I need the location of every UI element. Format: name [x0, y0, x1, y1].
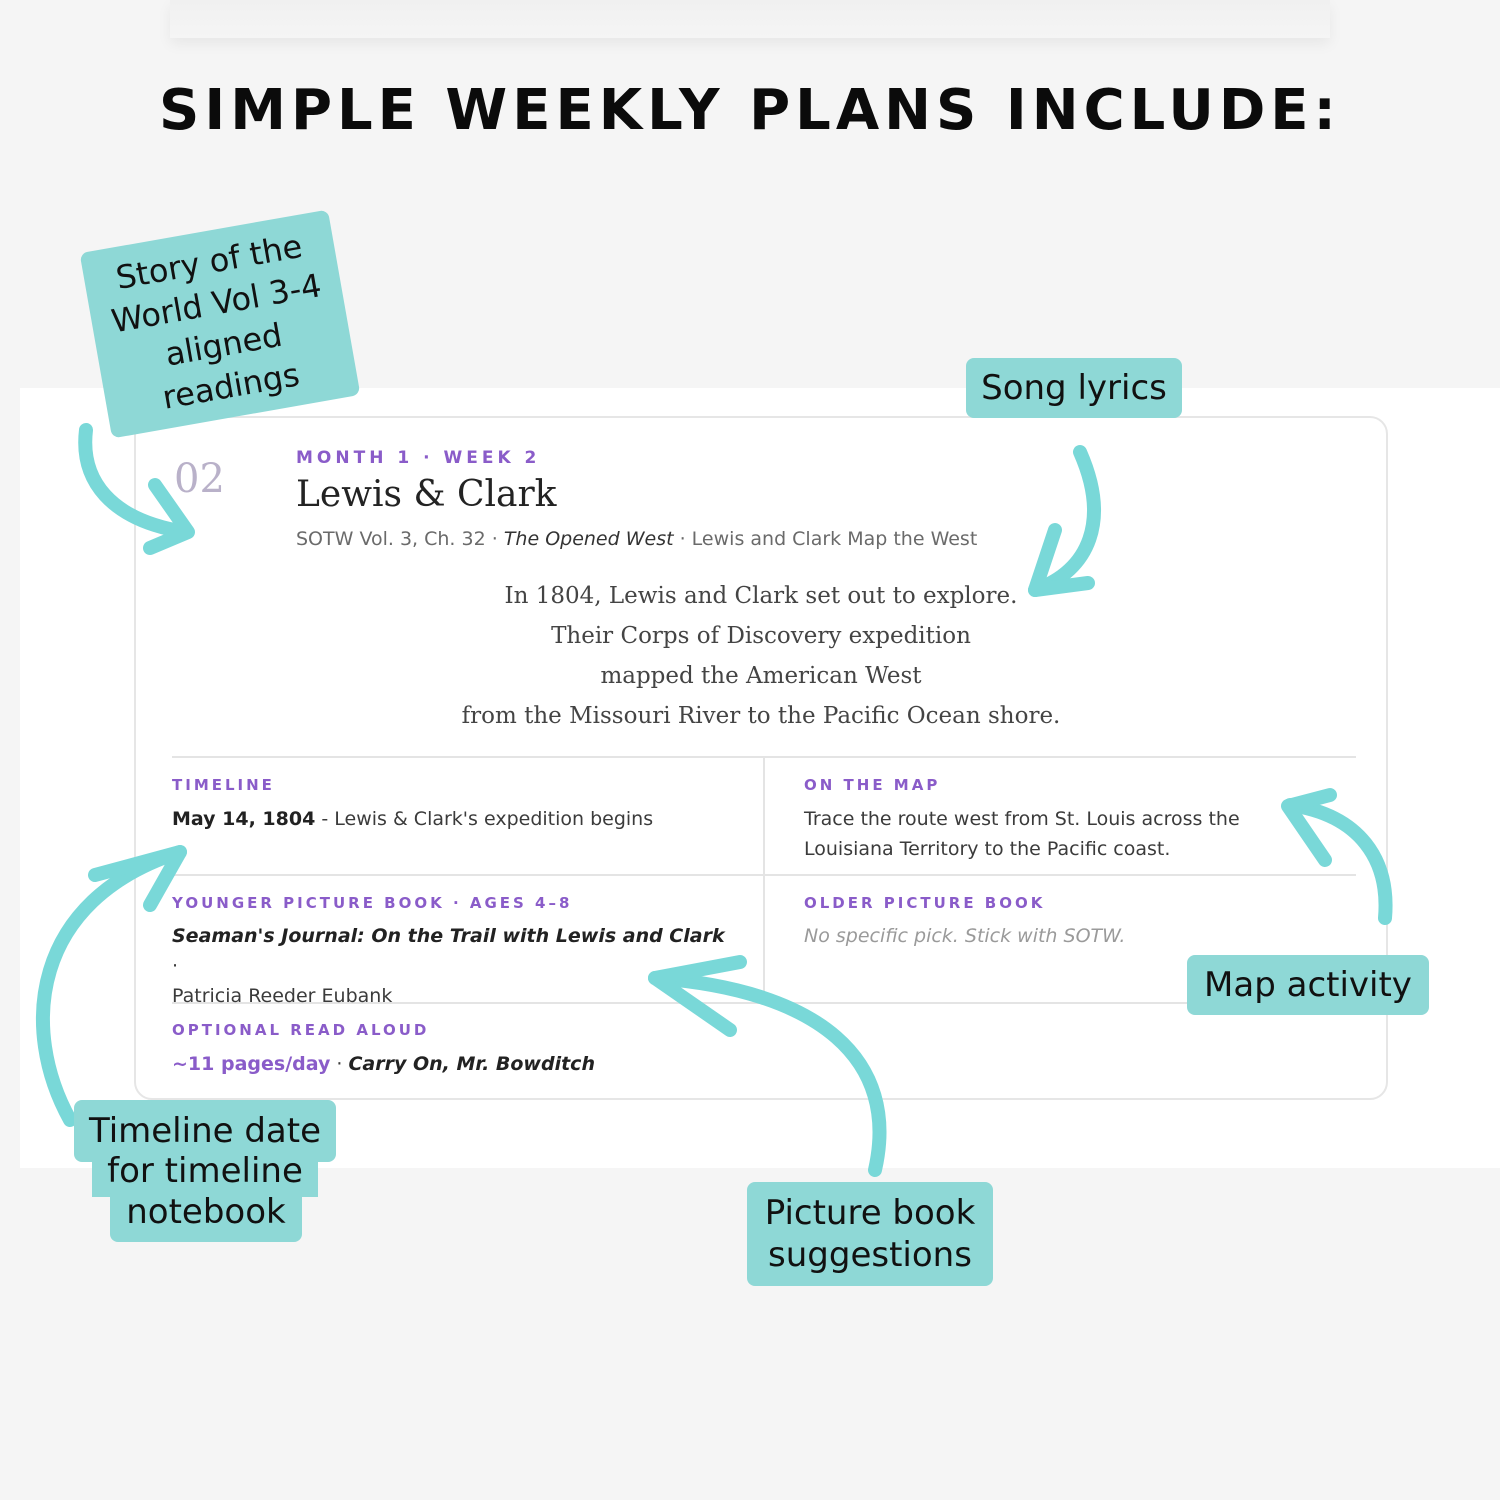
column-divider: [763, 758, 765, 1004]
divider: [172, 756, 1356, 758]
read-aloud-sep: ·: [330, 1053, 349, 1075]
map-text: Trace the route west from St. Louis acro…: [804, 808, 1240, 860]
callout-picture-books: Picture book suggestions: [747, 1182, 993, 1286]
timeline-event: - Lewis & Clark's expedition begins: [315, 808, 654, 830]
callout-picture-line2: suggestions: [768, 1235, 972, 1275]
lyric-line: Their Corps of Discovery expedition: [551, 623, 971, 649]
weekly-plan-card: 02 MONTH 1 · WEEK 2 Lewis & Clark SOTW V…: [134, 416, 1388, 1100]
timeline-arrow: [35, 845, 187, 1127]
older-book-text: No specific pick. Stick with SOTW.: [804, 925, 1126, 947]
read-aloud-pages: ~11 pages/day: [172, 1053, 331, 1075]
picture-arrowhead: [648, 955, 747, 1037]
younger-book-entry: Seaman's Journal: On the Trail with Lewi…: [172, 921, 732, 1011]
top-shadow-bar: [170, 0, 1330, 38]
read-aloud-entry: ~11 pages/day · Carry On, Mr. Bowditch: [172, 1049, 595, 1079]
song-lyrics: In 1804, Lewis and Clark set out to expl…: [336, 576, 1186, 736]
song-arrowhead: [1028, 523, 1095, 597]
week-title: Lewis & Clark: [296, 474, 557, 515]
lyric-line: mapped the American West: [600, 663, 922, 689]
divider: [172, 874, 1356, 876]
callout-timeline-line1: Timeline date: [74, 1100, 336, 1162]
read-aloud-title: Carry On, Mr. Bowditch: [348, 1053, 595, 1075]
map-arrowhead: [1281, 788, 1337, 867]
timeline-arrowhead: [88, 845, 187, 912]
sotw-arrow: [78, 423, 192, 539]
callout-timeline-line3: notebook: [110, 1188, 302, 1242]
younger-book-title: Seaman's Journal: On the Trail with Lewi…: [172, 925, 725, 947]
lyric-line: In 1804, Lewis and Clark set out to expl…: [504, 583, 1018, 609]
lyric-line: from the Missouri River to the Pacific O…: [461, 703, 1061, 729]
sotw-arrowhead: [143, 478, 195, 555]
timeline-label: TIMELINE: [172, 776, 275, 794]
map-arrow: [1283, 798, 1393, 925]
callout-song-lyrics: Song lyrics: [966, 358, 1182, 418]
sotw-reading: SOTW Vol. 3, Ch. 32 · The Opened West · …: [296, 528, 977, 550]
week-kicker: MONTH 1 · WEEK 2: [296, 448, 541, 468]
younger-book-author: Patricia Reeder Eubank: [172, 985, 393, 1007]
week-number: 02: [174, 456, 225, 502]
younger-book-label: YOUNGER PICTURE BOOK · AGES 4–8: [172, 894, 573, 912]
younger-book-sep: ·: [172, 955, 179, 977]
reading-prefix: SOTW Vol. 3, Ch. 32 ·: [296, 528, 504, 550]
callout-picture-line1: Picture book: [764, 1193, 976, 1233]
page-headline: SIMPLE WEEKLY PLANS INCLUDE:: [159, 78, 1341, 143]
callout-map-activity: Map activity: [1187, 955, 1429, 1015]
timeline-entry: May 14, 1804 - Lewis & Clark's expeditio…: [172, 804, 653, 834]
older-book-label: OLDER PICTURE BOOK: [804, 894, 1046, 912]
reading-chapter: The Opened West: [503, 528, 674, 550]
reading-suffix: · Lewis and Clark Map the West: [673, 528, 978, 550]
picture-arrow: [648, 971, 887, 1177]
map-label: ON THE MAP: [804, 776, 941, 794]
timeline-date: May 14, 1804: [172, 808, 316, 830]
read-aloud-label: OPTIONAL READ ALOUD: [172, 1021, 430, 1039]
